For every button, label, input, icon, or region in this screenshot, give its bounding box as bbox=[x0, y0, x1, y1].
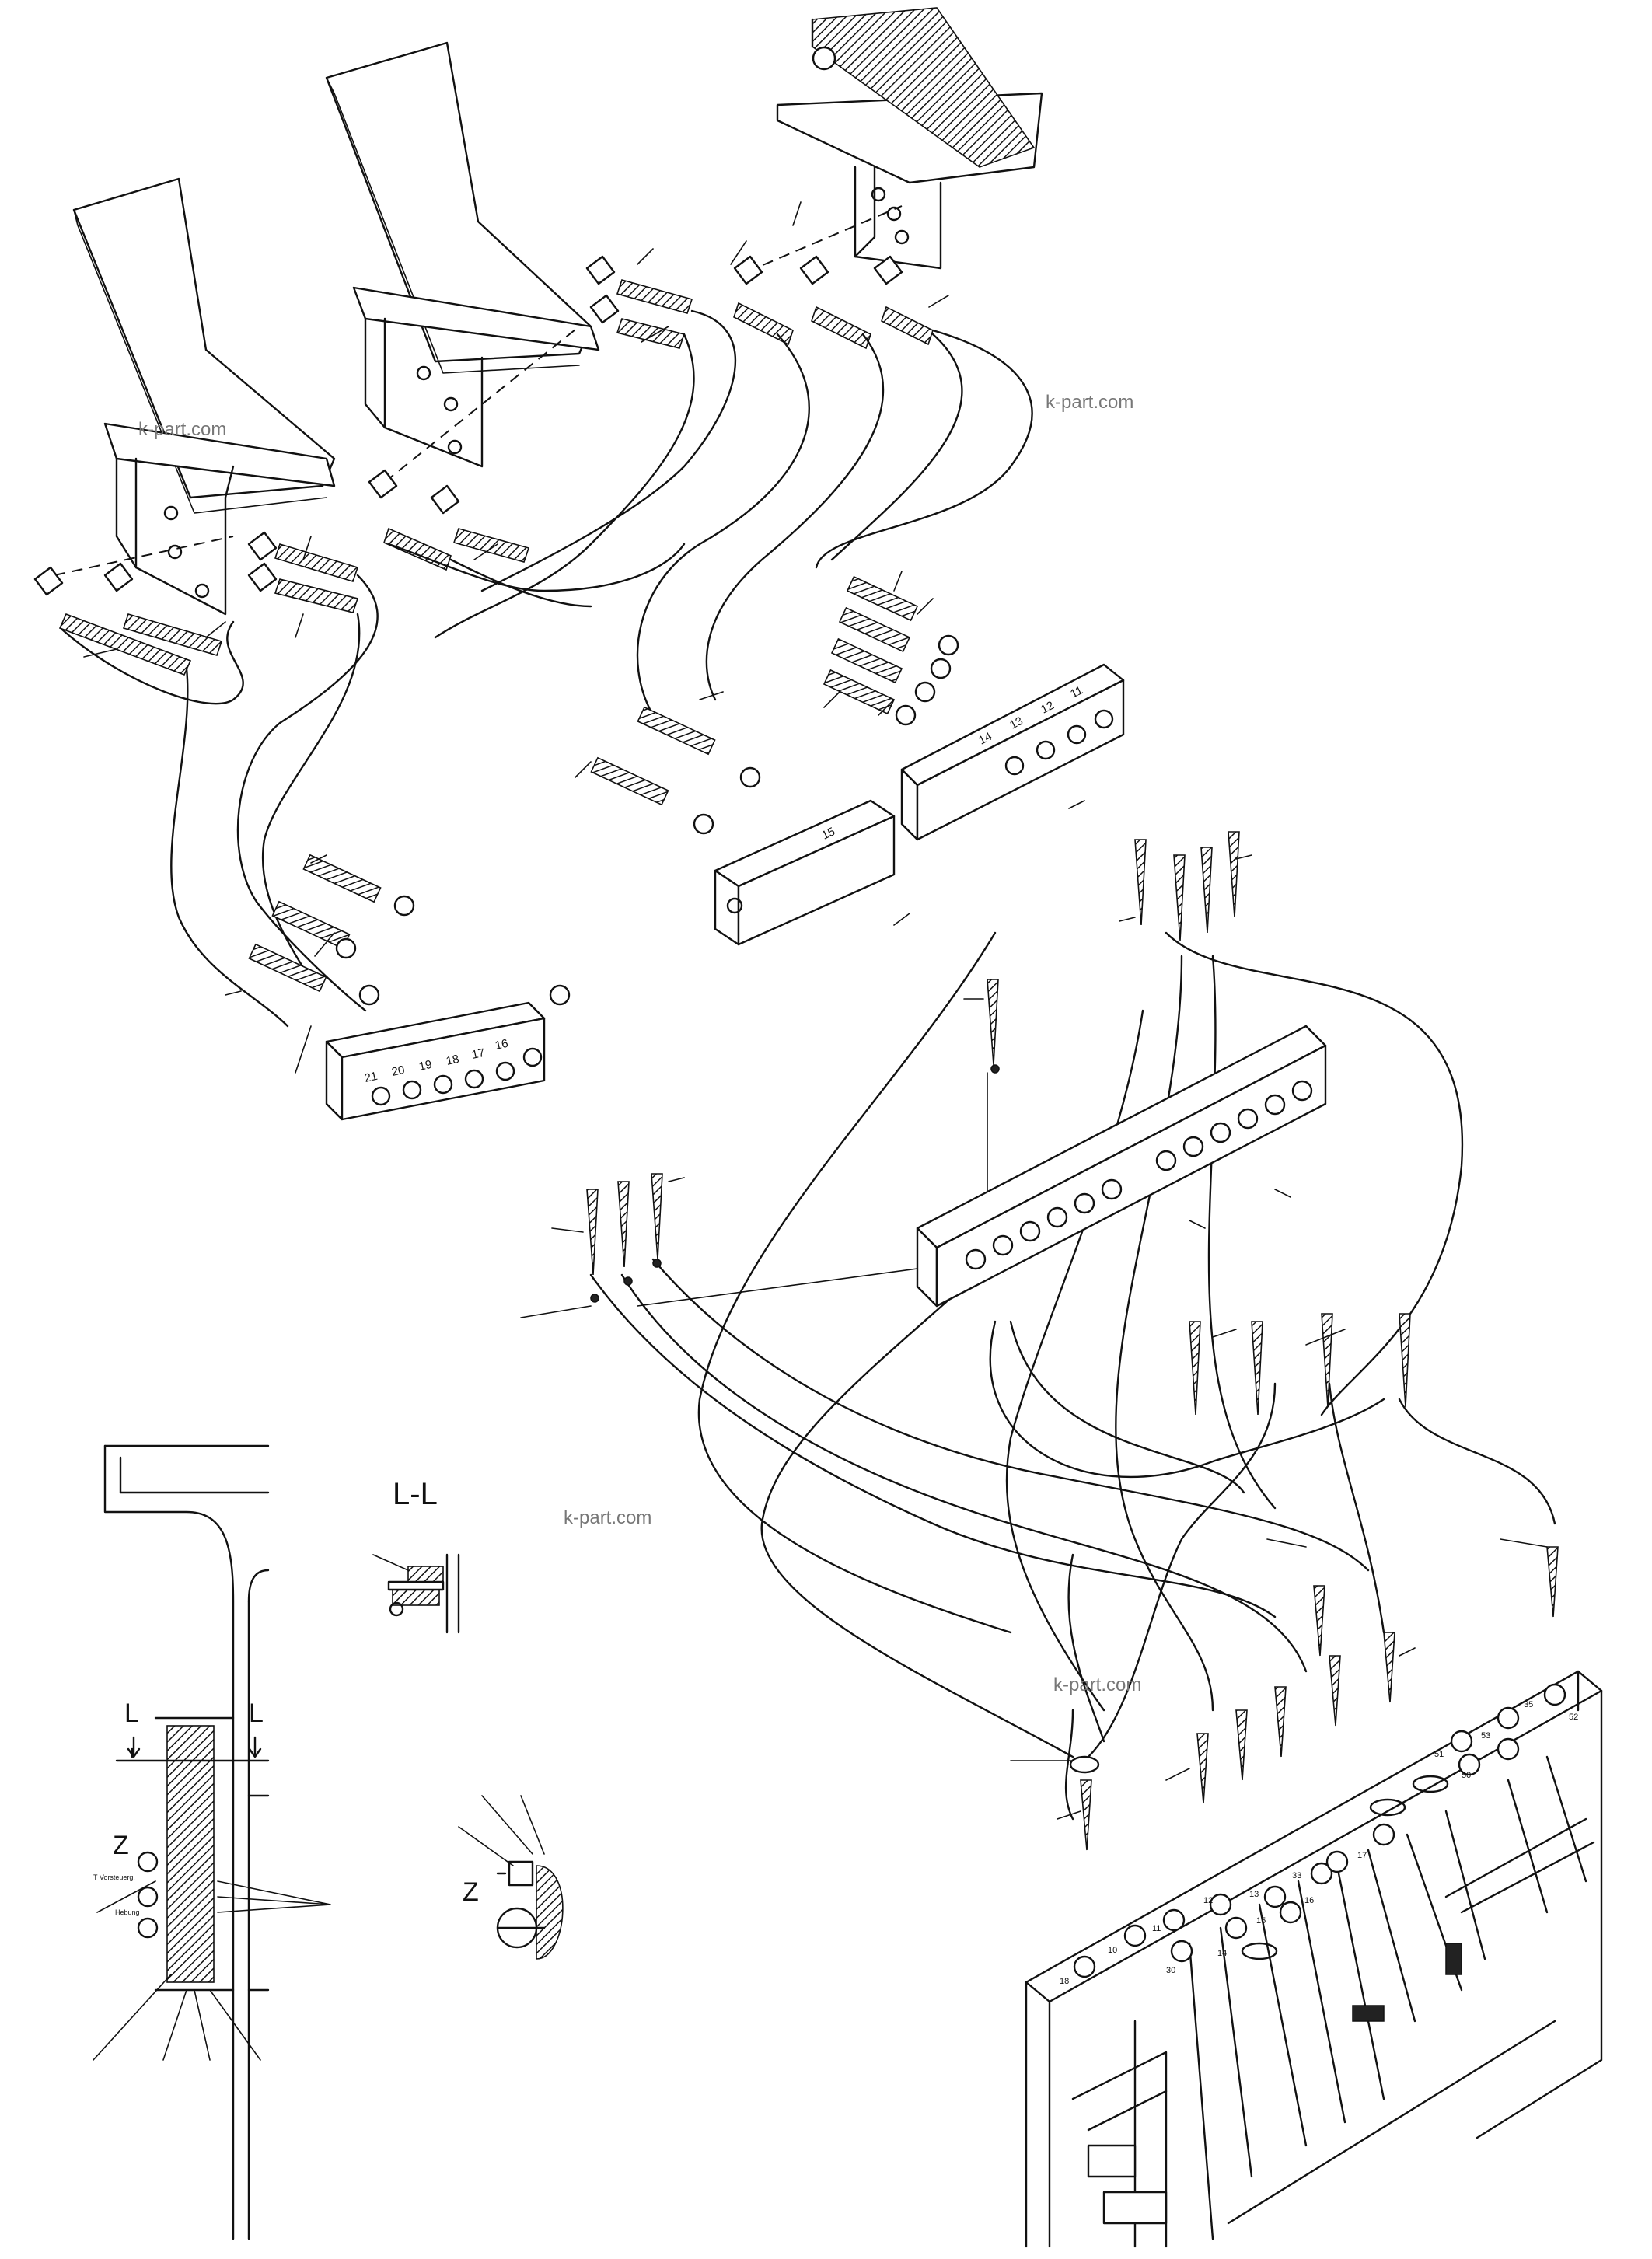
pedal-hose-fittings bbox=[33, 255, 934, 676]
detail-view-z bbox=[458, 1795, 564, 1960]
fittings-and-hose-ends bbox=[248, 575, 1559, 1851]
port-number: 50 bbox=[1462, 1771, 1471, 1780]
watermark: k-part.com bbox=[1053, 1674, 1141, 1695]
port-number: 17 bbox=[1357, 1851, 1367, 1860]
panel-port-numbers-low: 18 10 11 30 12 14 13 15 33 16 17 bbox=[1060, 1851, 1367, 1986]
small-label-lift: Hebung bbox=[115, 1908, 140, 1916]
port-number: 18 bbox=[1060, 1977, 1069, 1986]
middle-pedal bbox=[325, 41, 600, 468]
port-number: 35 bbox=[1524, 1700, 1533, 1709]
detail-label-right: Z bbox=[463, 1877, 479, 1907]
watermark: k-part.com bbox=[1046, 392, 1133, 413]
watermark-group: k-part.com k-part.com k-part.com k-part.… bbox=[138, 392, 1141, 1695]
port-number: 12 bbox=[1039, 699, 1057, 717]
panel-port-numbers-high: 51 50 53 52 35 bbox=[1434, 1700, 1578, 1780]
port-number: 11 bbox=[1068, 683, 1085, 700]
port-number: 20 bbox=[390, 1063, 406, 1079]
small-label-pilot: T Vorsteuerg. bbox=[93, 1873, 135, 1881]
detail-label-left: Z bbox=[113, 1831, 129, 1860]
port-number: 51 bbox=[1434, 1750, 1444, 1759]
port-number: 30 bbox=[1166, 1966, 1175, 1975]
section-marker-left: L bbox=[124, 1699, 139, 1728]
manifold-block-a bbox=[900, 663, 1125, 841]
port-number: 13 bbox=[1249, 1890, 1259, 1899]
section-marker-right: L bbox=[249, 1699, 264, 1728]
watermark: k-part.com bbox=[564, 1507, 651, 1528]
port-number: 12 bbox=[1203, 1896, 1213, 1905]
port-number: 17 bbox=[470, 1046, 486, 1062]
port-number: 14 bbox=[976, 730, 994, 748]
watermark: k-part.com bbox=[138, 419, 226, 440]
section-labels: L-L L L Z Z T Vorsteuerg. Hebung bbox=[93, 1477, 479, 1916]
left-pedal bbox=[72, 177, 336, 616]
port-number: 14 bbox=[1217, 1949, 1227, 1958]
section-view-l-l bbox=[372, 1553, 460, 1634]
port-number: 10 bbox=[1108, 1946, 1117, 1955]
hose-routes bbox=[61, 309, 1556, 1821]
manifold-block-d bbox=[916, 1025, 1327, 1308]
port-number: 15 bbox=[1256, 1916, 1266, 1926]
port-number: 16 bbox=[1304, 1896, 1314, 1905]
port-number: 15 bbox=[820, 825, 837, 842]
pivot-axis-lines bbox=[54, 205, 903, 576]
manifold-a-port-numbers: 14 13 12 11 bbox=[976, 683, 1085, 747]
section-title: L-L bbox=[393, 1477, 438, 1511]
port-number: 19 bbox=[417, 1058, 433, 1074]
right-pedal bbox=[776, 7, 1043, 270]
port-number: 18 bbox=[445, 1053, 460, 1068]
manifold-c-port-numbers: 21 20 19 18 17 16 bbox=[363, 1037, 509, 1085]
port-number: 52 bbox=[1569, 1713, 1578, 1722]
manifold-block-c bbox=[325, 1001, 546, 1121]
manifold-block-b bbox=[714, 799, 896, 946]
valve-panel-frame bbox=[1025, 1670, 1603, 2248]
port-number: 53 bbox=[1481, 1731, 1490, 1741]
manifold-b-port-numbers: 15 bbox=[820, 825, 837, 842]
port-number: 33 bbox=[1292, 1871, 1301, 1880]
leader-lines bbox=[83, 201, 1548, 1820]
port-number: 16 bbox=[494, 1037, 509, 1053]
port-number: 11 bbox=[1152, 1924, 1161, 1933]
port-number: 21 bbox=[363, 1070, 379, 1085]
section-view-left bbox=[93, 1444, 331, 2240]
port-number: 13 bbox=[1008, 714, 1025, 732]
